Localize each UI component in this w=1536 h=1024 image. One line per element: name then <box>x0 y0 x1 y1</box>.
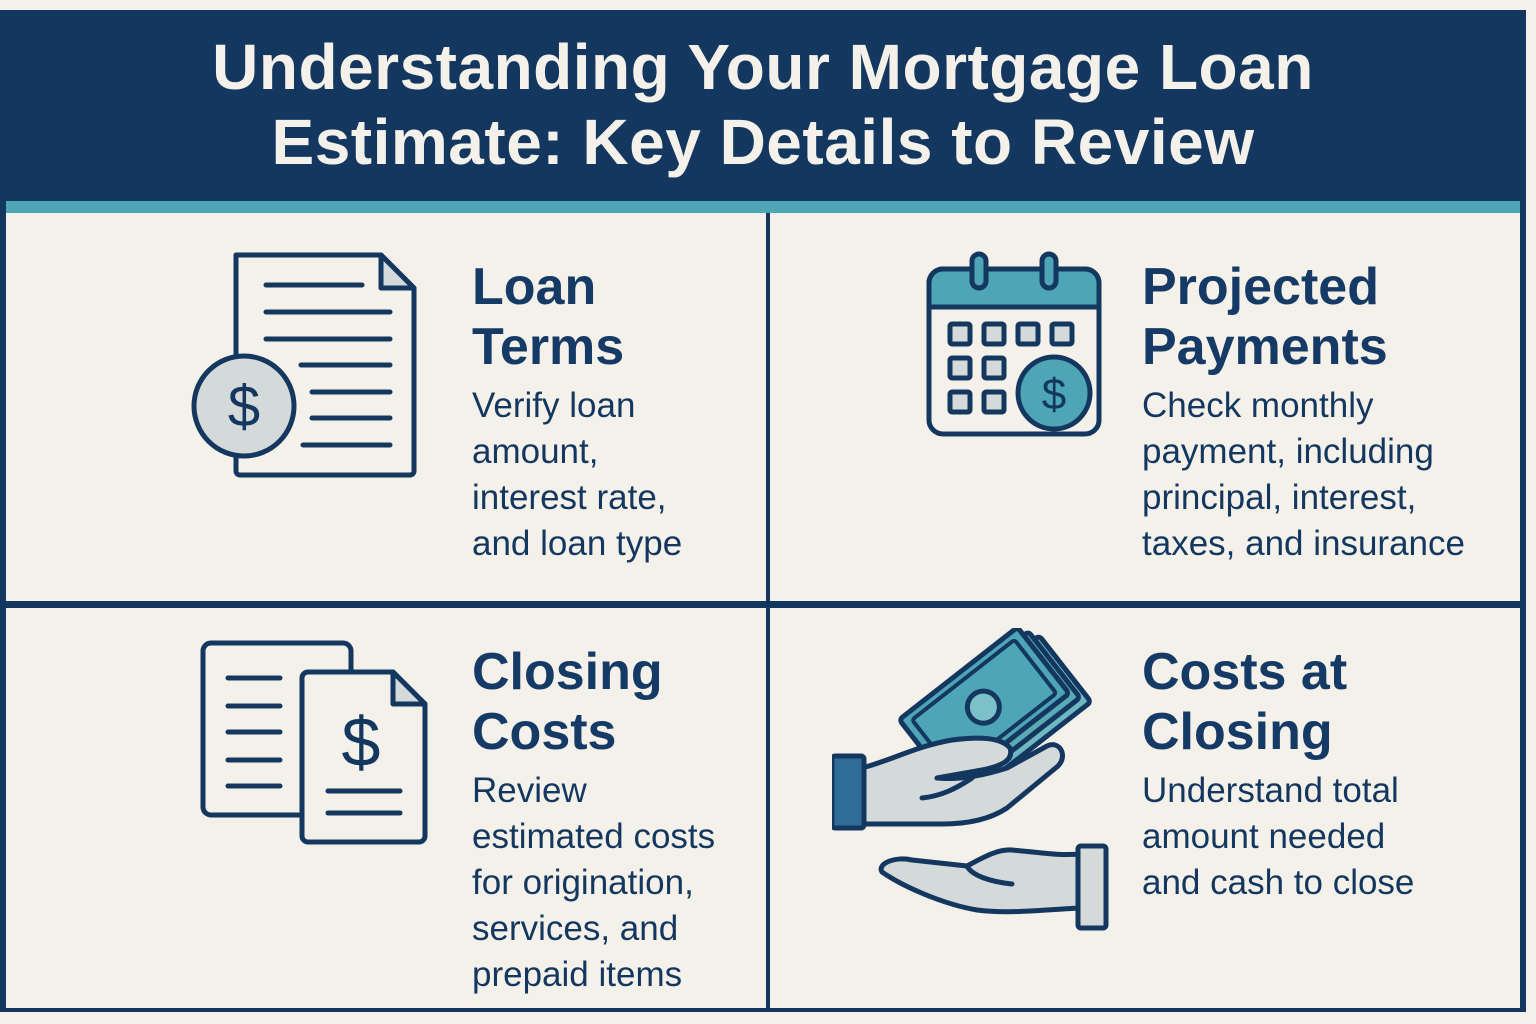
card-text: Projected Payments Check monthly payment… <box>1142 257 1465 567</box>
desc-line: principal, interest, <box>1142 478 1417 517</box>
desc-line: services, and <box>472 909 679 948</box>
desc-line: payment, including <box>1142 432 1434 471</box>
heading-line-2: Costs <box>472 703 617 761</box>
header-banner: Understanding Your Mortgage Loan Estimat… <box>0 10 1526 200</box>
heading-line-1: Closing <box>472 643 663 701</box>
heading-line-1: Loan <box>472 258 597 316</box>
svg-text:$: $ <box>342 703 381 781</box>
card-heading: Costs at Closing <box>1142 642 1414 762</box>
svg-text:$: $ <box>1042 370 1066 419</box>
card-description: Review estimated costs for origination, … <box>472 768 715 998</box>
desc-line: Verify loan <box>472 386 636 425</box>
card-text: Loan Terms Verify loan amount, interest … <box>472 257 682 567</box>
card-loan-terms: $ Loan Terms Verify loan amount, interes… <box>6 213 766 601</box>
card-projected-payments: $ Projected Payments Check monthly payme… <box>770 213 1520 601</box>
card-text: Closing Costs Review estimated costs for… <box>472 642 715 998</box>
card-description: Verify loan amount, interest rate, and l… <box>472 383 682 567</box>
desc-line: amount, <box>472 432 599 471</box>
card-closing-costs: $ Closing Costs Review estimated costs f… <box>6 608 766 1008</box>
heading-line-1: Costs at <box>1142 643 1348 701</box>
desc-line: Review <box>472 771 587 810</box>
calendar-dollar-icon: $ <box>926 251 1102 437</box>
desc-line: taxes, and insurance <box>1142 524 1465 563</box>
desc-line: amount needed <box>1142 817 1386 856</box>
accent-divider <box>6 201 1520 213</box>
card-description: Check monthly payment, including princip… <box>1142 383 1465 567</box>
card-heading: Loan Terms <box>472 257 682 377</box>
desc-line: prepaid items <box>472 955 683 994</box>
desc-line: and loan type <box>472 524 683 563</box>
card-description: Understand total amount needed and cash … <box>1142 768 1414 906</box>
desc-line: and cash to close <box>1142 863 1415 902</box>
desc-line: Understand total <box>1142 771 1399 810</box>
card-text: Costs at Closing Understand total amount… <box>1142 642 1414 906</box>
desc-line: interest rate, <box>472 478 667 517</box>
heading-line-2: Payments <box>1142 318 1388 376</box>
desc-line: estimated costs <box>472 817 716 856</box>
card-heading: Closing Costs <box>472 642 715 762</box>
details-grid: $ Loan Terms Verify loan amount, interes… <box>6 213 1520 1008</box>
document-dollar-icon: $ <box>191 252 417 478</box>
documents-dollar-icon: $ <box>200 640 428 845</box>
page-title: Understanding Your Mortgage Loan Estimat… <box>212 30 1314 180</box>
heading-line-2: Closing <box>1142 703 1333 761</box>
svg-text:$: $ <box>228 374 260 439</box>
heading-line-1: Projected <box>1142 258 1379 316</box>
card-heading: Projected Payments <box>1142 257 1465 377</box>
title-line-2: Estimate: Key Details to Review <box>271 106 1255 178</box>
heading-line-2: Terms <box>472 318 625 376</box>
desc-line: Check monthly <box>1142 386 1374 425</box>
title-line-1: Understanding Your Mortgage Loan <box>212 31 1314 103</box>
card-costs-at-closing: Costs at Closing Understand total amount… <box>770 608 1520 1008</box>
hands-cash-icon <box>832 628 1109 931</box>
desc-line: for origination, <box>472 863 694 902</box>
